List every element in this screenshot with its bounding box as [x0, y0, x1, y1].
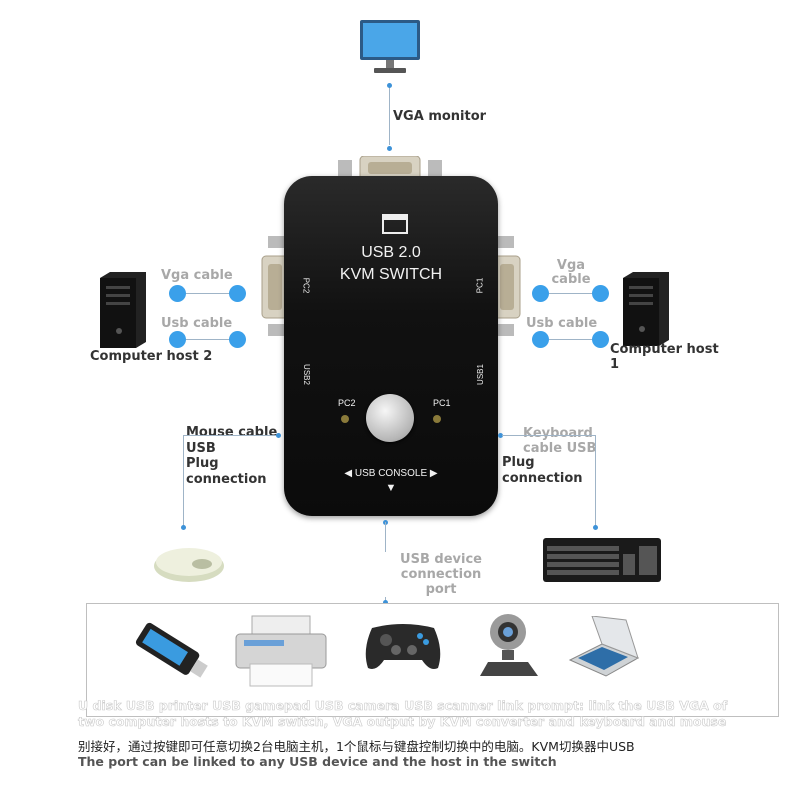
mouse-icon: [154, 548, 224, 582]
vga-monitor-label: VGA monitor: [393, 109, 487, 124]
gamepad-icon: [365, 624, 441, 669]
switch-button[interactable]: [366, 394, 414, 442]
vga-cable-left-dot-2: [229, 285, 246, 302]
computer-host-1-label: Computer host 1: [610, 342, 719, 372]
side-pc2-label: PC2: [301, 277, 311, 294]
kvm-switch-device: USB 2.0 KVM SWITCH PC2 PC1 USB2 USB1 PC2…: [284, 176, 498, 516]
keyboard-icon: [543, 538, 661, 582]
usb-cable-right-dot: [532, 331, 549, 348]
kvm-title-2: KVM SWITCH: [339, 266, 443, 283]
kvm-title-1: USB 2.0: [361, 244, 421, 261]
computer-tower-icon: [100, 272, 146, 348]
side-pc1-label: PC1: [475, 277, 485, 294]
vga-cable-right-dot-2: [592, 285, 609, 302]
arrow-left-icon: ◀: [344, 468, 353, 479]
keyboard-cable-label: Keyboard cable USB: [523, 426, 597, 456]
mouse-cable-label: Mouse cable USB Plug connection: [186, 425, 278, 487]
monitor-icon: [360, 20, 420, 73]
pc2-led-label: PC2: [338, 398, 356, 408]
vga-connector-left: [261, 236, 288, 336]
vga-cable-right-label: Vga cable: [551, 258, 591, 287]
printer-icon: [235, 615, 327, 687]
webcam-icon: [480, 614, 538, 676]
pc1-led: [433, 415, 441, 423]
vga-cable-left-label: Vga cable: [161, 268, 233, 283]
footer-line-4: The port can be linked to any USB device…: [78, 754, 557, 769]
footer-line-2: two computer hosts to KVM switch, VGA ou…: [78, 714, 727, 729]
usb-cable-left-dot: [169, 331, 186, 348]
scanner-icon: [568, 616, 640, 677]
usb-drive-icon: [135, 622, 208, 678]
usb-cable-right-label: Usb cable: [526, 316, 598, 331]
footer-line-3: 别接好，通过按键即可任意切换2台电脑主机，1个鼠标与键盘控制切换中的电脑。KVM…: [78, 739, 635, 754]
vga-connector-top: [338, 156, 442, 181]
vga-cable-left-dot: [169, 285, 186, 302]
pc2-led: [341, 415, 349, 423]
arrow-right-icon: ▶: [429, 468, 438, 479]
footer-line-1: U disk USB printer USB gamepad USB camer…: [78, 698, 728, 713]
arrow-down-icon: ▼: [385, 482, 397, 494]
usb-cable-left-label: Usb cable: [161, 316, 233, 331]
computer-host-2-label: Computer host 2: [90, 349, 213, 364]
vga-connector-right: [494, 236, 521, 336]
keyboard-plug-label: Plug connection: [502, 455, 583, 486]
usb-console-label: ◀ USB CONSOLE ▶: [344, 468, 438, 479]
computer-tower-icon-right: [623, 272, 669, 346]
usb-device-port-label: USB device connection port: [360, 552, 522, 597]
screen-logo-icon: [382, 214, 408, 234]
usb-cable-left-dot-2: [229, 331, 246, 348]
pc1-led-label: PC1: [433, 398, 451, 408]
side-usb1-label: USB1: [475, 364, 485, 385]
side-usb2-label: USB2: [301, 364, 311, 385]
usb-cable-right-dot-2: [592, 331, 609, 348]
vga-cable-right-dot: [532, 285, 549, 302]
